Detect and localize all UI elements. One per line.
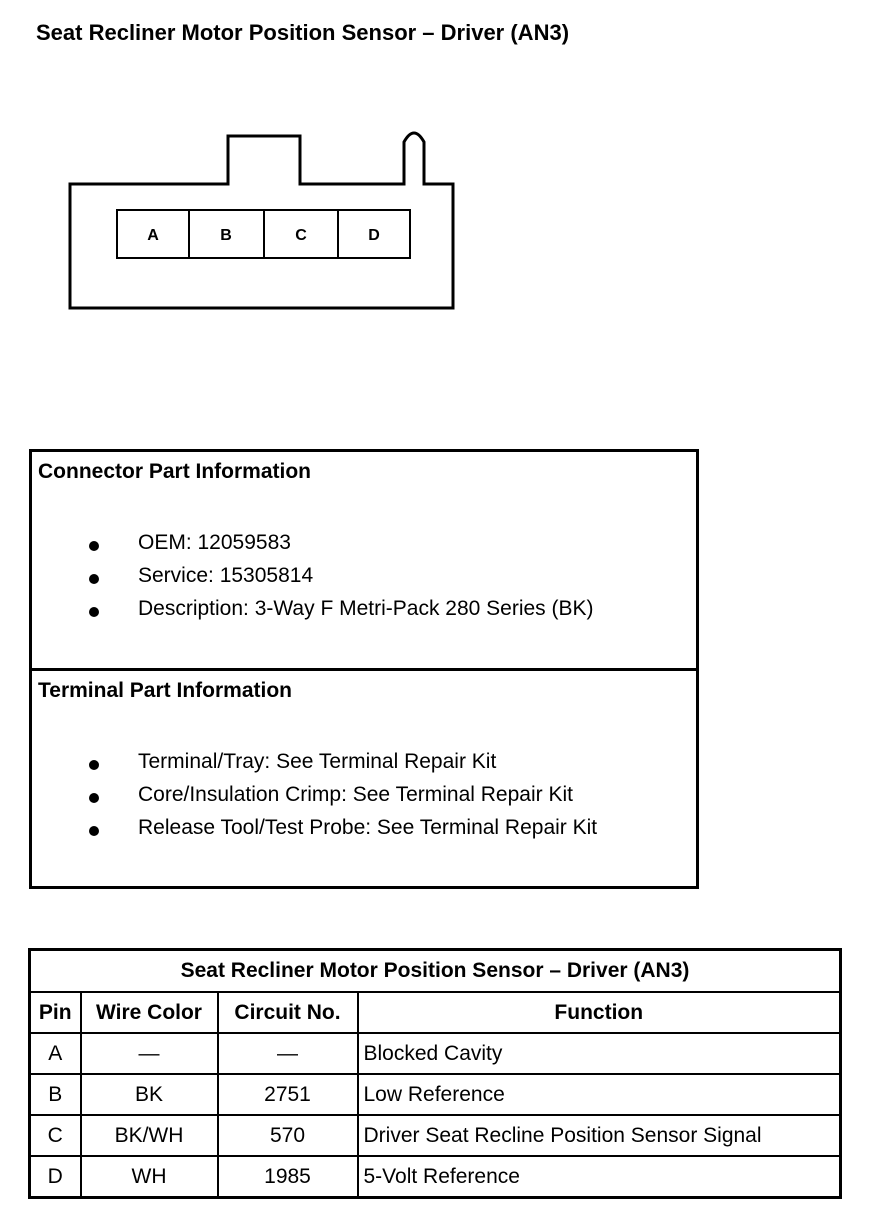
wire-color-cell: WH bbox=[79, 1155, 219, 1199]
page-title: Seat Recliner Motor Position Sensor – Dr… bbox=[36, 20, 570, 45]
connector-part-info-heading: Connector Part Information bbox=[38, 460, 312, 483]
bullet-icon bbox=[89, 607, 99, 617]
table-row: C BK/WH 570 Driver Seat Recline Position… bbox=[28, 1114, 842, 1157]
connector-outline bbox=[68, 131, 455, 310]
table-row: A — — Blocked Cavity bbox=[28, 1032, 842, 1075]
cavity-label-c: C bbox=[295, 227, 307, 244]
function-cell: Low Reference bbox=[356, 1073, 842, 1116]
circuit-no-cell: — bbox=[216, 1032, 359, 1075]
circuit-no-cell: 2751 bbox=[216, 1073, 359, 1116]
function-cell: Blocked Cavity bbox=[356, 1032, 842, 1075]
cavity-label-a: A bbox=[147, 227, 159, 244]
wire-color-cell: BK bbox=[79, 1073, 219, 1116]
terminal-part-info-heading: Terminal Part Information bbox=[38, 679, 292, 702]
cavity-label-d: D bbox=[368, 227, 380, 244]
bullet-icon bbox=[89, 760, 99, 770]
pin-cell: A bbox=[28, 1032, 82, 1075]
list-item-text: Core/Insulation Crimp: See Terminal Repa… bbox=[138, 783, 573, 806]
table-caption: Seat Recliner Motor Position Sensor – Dr… bbox=[28, 948, 842, 993]
connector-face-diagram: A B C D bbox=[68, 131, 455, 310]
function-cell: Driver Seat Recline Position Sensor Sign… bbox=[356, 1114, 842, 1157]
wire-color-cell: BK/WH bbox=[79, 1114, 219, 1157]
column-header-pin: Pin bbox=[28, 991, 82, 1034]
bullet-icon bbox=[89, 826, 99, 836]
pin-cell: C bbox=[28, 1114, 82, 1157]
table-caption-row: Seat Recliner Motor Position Sensor – Dr… bbox=[28, 948, 842, 993]
bullet-icon bbox=[89, 541, 99, 551]
connector-part-info-section: Connector Part Information OEM: 12059583… bbox=[32, 452, 696, 671]
wire-color-cell: — bbox=[79, 1032, 219, 1075]
cavity-label-b: B bbox=[220, 227, 232, 244]
list-item-text: Terminal/Tray: See Terminal Repair Kit bbox=[138, 750, 497, 773]
circuit-no-cell: 1985 bbox=[216, 1155, 359, 1199]
cavity-d bbox=[337, 209, 411, 259]
bullet-icon bbox=[89, 793, 99, 803]
pin-cell: B bbox=[28, 1073, 82, 1116]
bullet-icon bbox=[89, 574, 99, 584]
list-item-text: Description: 3-Way F Metri-Pack 280 Seri… bbox=[138, 597, 594, 620]
table-row: D WH 1985 5-Volt Reference bbox=[28, 1155, 842, 1199]
pin-cell: D bbox=[28, 1155, 82, 1199]
terminal-part-info-section: Terminal Part Information Terminal/Tray:… bbox=[32, 671, 696, 886]
list-item-text: Service: 15305814 bbox=[138, 564, 314, 587]
function-cell: 5-Volt Reference bbox=[356, 1155, 842, 1199]
circuit-no-cell: 570 bbox=[216, 1114, 359, 1157]
column-header-wire-color: Wire Color bbox=[79, 991, 219, 1034]
column-header-circuit-no: Circuit No. bbox=[216, 991, 359, 1034]
list-item-text: Release Tool/Test Probe: See Terminal Re… bbox=[138, 816, 598, 839]
column-header-function: Function bbox=[356, 991, 842, 1034]
cavity-row: A B C D bbox=[116, 209, 411, 259]
list-item-text: OEM: 12059583 bbox=[138, 531, 291, 554]
pinout-table: Seat Recliner Motor Position Sensor – Dr… bbox=[28, 948, 842, 1199]
table-row: B BK 2751 Low Reference bbox=[28, 1073, 842, 1116]
part-info-box: Connector Part Information OEM: 12059583… bbox=[29, 449, 699, 889]
table-header-row: Pin Wire Color Circuit No. Function bbox=[28, 991, 842, 1034]
